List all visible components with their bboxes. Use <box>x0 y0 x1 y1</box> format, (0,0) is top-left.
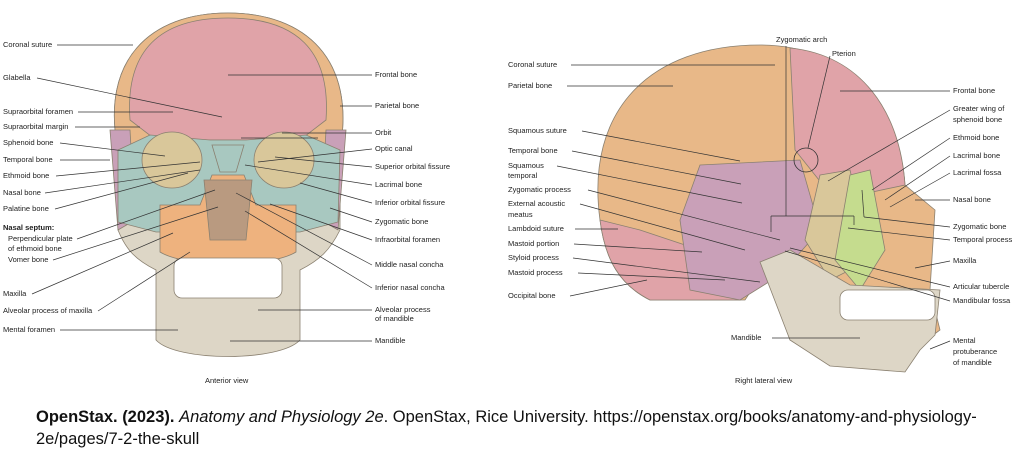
label-palatine-bone: Palatine bone <box>3 204 49 213</box>
label-mandible: Mandible <box>375 336 406 345</box>
label-inferior-nasal-concha: Inferior nasal concha <box>375 283 445 292</box>
label-lat-coronal-suture: Coronal suture <box>508 60 558 69</box>
skull-diagram <box>31 12 951 373</box>
label-perpendicular-plate-2: of ethmoid bone <box>8 244 62 253</box>
label-perpendicular-plate: Perpendicular plate <box>8 234 73 243</box>
label-lat-mandible: Mandible <box>731 333 762 342</box>
label-mental-protuberance-3: of mandible <box>953 358 992 367</box>
label-zygomatic-process: Zygomatic process <box>508 185 571 194</box>
label-supraorbital-margin: Supraorbital margin <box>3 122 69 131</box>
label-squamous-temporal: Squamous <box>508 161 544 170</box>
label-nasal-septum: Nasal septum: <box>3 223 55 232</box>
anterior-skull <box>109 12 347 357</box>
label-mental-protuberance-2: protuberance <box>953 347 998 356</box>
label-middle-nasal-concha: Middle nasal concha <box>375 260 444 269</box>
label-mandibular-fossa: Mandibular fossa <box>953 296 1011 305</box>
citation-title: Anatomy and Physiology 2e <box>179 408 384 426</box>
label-pterion: Pterion <box>832 49 856 58</box>
label-alveolar-mandible: Alveolar process <box>375 305 431 314</box>
label-lacrimal-fossa: Lacrimal fossa <box>953 168 1002 177</box>
citation-rest: . OpenStax, Rice University. https://ope… <box>36 408 977 448</box>
label-lat-maxilla: Maxilla <box>953 256 977 265</box>
label-lat-zygomatic-bone: Zygomatic bone <box>953 222 1007 231</box>
caption-right-lateral-view: Right lateral view <box>735 376 793 385</box>
label-mental-foramen: Mental foramen <box>3 325 56 334</box>
label-vomer-bone: Vomer bone <box>8 255 49 264</box>
label-articular-tubercle: Articular tubercle <box>953 282 1010 291</box>
label-optic-canal: Optic canal <box>375 144 413 153</box>
label-inferior-orbital-fissure: Inferior orbital fissure <box>375 198 446 207</box>
label-lat-nasal-bone: Nasal bone <box>953 195 991 204</box>
label-lat-ethmoid-bone: Ethmoid bone <box>953 133 1000 142</box>
label-orbit: Orbit <box>375 128 392 137</box>
label-temporal-bone: Temporal bone <box>3 155 53 164</box>
label-lat-frontal-bone: Frontal bone <box>953 86 996 95</box>
label-squamous-temporal-2: temporal <box>508 171 538 180</box>
label-external-acoustic-meatus: External acoustic <box>508 199 566 208</box>
label-lacrimal-bone: Lacrimal bone <box>375 180 423 189</box>
label-frontal-bone: Frontal bone <box>375 70 418 79</box>
label-zygomatic-bone: Zygomatic bone <box>375 217 429 226</box>
label-infraorbital-foramen: Infraorbital foramen <box>375 235 441 244</box>
label-alveolar-maxilla: Alveolar process of maxilla <box>3 306 93 315</box>
label-greater-wing: Greater wing of <box>953 104 1005 113</box>
label-squamous-suture: Squamous suture <box>508 126 567 135</box>
label-sphenoid-bone: Sphenoid bone <box>3 138 54 147</box>
label-alveolar-mandible-2: of mandible <box>375 314 414 323</box>
label-maxilla: Maxilla <box>3 289 27 298</box>
label-external-acoustic-meatus-2: meatus <box>508 210 533 219</box>
label-supraorbital-foramen: Supraorbital foramen <box>3 107 74 116</box>
lateral-skull <box>597 44 941 373</box>
label-parietal-bone: Parietal bone <box>375 101 420 110</box>
label-lat-temporal-bone: Temporal bone <box>508 146 558 155</box>
label-nasal-bone: Nasal bone <box>3 188 41 197</box>
leader-lines <box>31 44 951 350</box>
label-coronal-suture: Coronal suture <box>3 40 53 49</box>
label-temporal-process: Temporal process <box>953 235 1013 244</box>
label-ethmoid-bone: Ethmoid bone <box>3 171 50 180</box>
label-greater-wing-2: sphenoid bone <box>953 115 1003 124</box>
label-lat-lacrimal-bone: Lacrimal bone <box>953 151 1001 160</box>
label-mental-protuberance: Mental <box>953 336 976 345</box>
citation: OpenStax. (2023). Anatomy and Physiology… <box>36 406 996 450</box>
caption-anterior-view: Anterior view <box>205 376 249 385</box>
label-superior-orbital-fissure: Superior orbital fissure <box>375 162 451 171</box>
label-occipital-bone: Occipital bone <box>508 291 556 300</box>
label-lambdoid-suture: Lambdoid suture <box>508 224 564 233</box>
label-zygomatic-arch: Zygomatic arch <box>776 35 828 44</box>
label-glabella: Glabella <box>3 73 31 82</box>
label-lat-parietal-bone: Parietal bone <box>508 81 553 90</box>
label-mastoid-process: Mastoid process <box>508 268 563 277</box>
citation-author: OpenStax. (2023). <box>36 408 175 426</box>
label-styloid-process: Styloid process <box>508 253 559 262</box>
label-mastoid-portion: Mastoid portion <box>508 239 560 248</box>
